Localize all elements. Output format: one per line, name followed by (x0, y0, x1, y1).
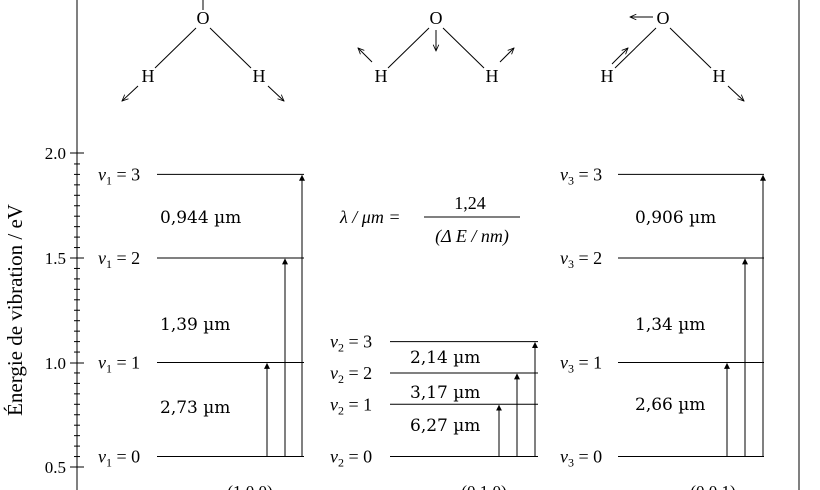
hydrogen-arrow-right (499, 48, 514, 63)
y-tick-label: 0.5 (45, 458, 66, 477)
wavelength-label: 6,27 µm (410, 416, 480, 436)
level-label: v1 = 1 (98, 353, 140, 376)
bond-left (387, 27, 430, 69)
hydrogen-arrow-right (267, 85, 284, 101)
oxygen-atom: O (430, 8, 443, 28)
formula-lhs: λ / μm = (339, 207, 400, 227)
y-axis-title: Énergie de vibration / eV (3, 204, 27, 416)
y-tick-label: 1.5 (45, 249, 66, 268)
hydrogen-atom-left: H (601, 66, 614, 86)
wavelength-label: 2,66 µm (635, 395, 705, 415)
level-label: v1 = 3 (98, 164, 140, 187)
wavelength-label: 2,14 µm (410, 348, 480, 368)
hydrogen-atom-right: H (486, 66, 499, 86)
level-label: v3 = 3 (560, 164, 602, 187)
mode-label-asymmetric-stretch: (0,0,1) (690, 482, 735, 490)
wavelength-formula: λ / μm = 1,24 (Δ E / nm) (339, 193, 520, 247)
mode-label-symmetric-stretch: (1,0,0) (227, 482, 272, 490)
level-label: v1 = 0 (98, 447, 140, 470)
level-label: v2 = 3 (330, 332, 372, 355)
formula-numerator: 1,24 (454, 193, 486, 213)
hydrogen-atom-right: H (713, 66, 726, 86)
y-axis: 2.0 1.5 1.0 0.5 Énergie de vibration / e… (3, 144, 84, 477)
wavelength-label: 2,73 µm (160, 398, 230, 418)
wavelength-label: 0,906 µm (635, 208, 716, 228)
bond-right (209, 27, 252, 69)
oxygen-atom: O (197, 8, 210, 28)
level-label: v2 = 2 (330, 363, 372, 386)
level-label: v3 = 1 (560, 353, 602, 376)
wavelength-label: 3,17 µm (410, 383, 480, 403)
molecule-asymmetric-stretch: O H H (601, 8, 745, 101)
oxygen-atom: O (657, 8, 670, 28)
level-label: v3 = 0 (560, 447, 602, 470)
level-label: v1 = 2 (98, 248, 140, 271)
bond-right (669, 27, 712, 69)
molecule-symmetric-stretch: O H H (122, 0, 284, 101)
formula-denominator: (Δ E / nm) (435, 226, 509, 247)
bond-right (442, 27, 485, 69)
wavelength-label: 1,39 µm (160, 315, 230, 335)
hydrogen-arrow-left (358, 48, 373, 63)
bond-left (614, 27, 657, 69)
level-label: v2 = 1 (330, 394, 372, 417)
mode-label-bending: (0,1,0) (461, 482, 506, 490)
hydrogen-arrow-right (727, 85, 744, 101)
hydrogen-atom-left: H (375, 66, 388, 86)
wavelength-label: 1,34 µm (635, 315, 705, 335)
hydrogen-arrow-left (122, 85, 139, 101)
level-label: v2 = 0 (330, 447, 372, 470)
hydrogen-arrow-left (611, 48, 628, 65)
molecule-bending: O H H (358, 8, 514, 86)
y-tick-label: 1.0 (45, 354, 66, 373)
level-label: v3 = 2 (560, 248, 602, 271)
hydrogen-atom-right: H (253, 66, 266, 86)
bond-left (154, 27, 197, 69)
hydrogen-atom-left: H (142, 66, 155, 86)
energy-levels: v1 = 3 v1 = 2 v1 = 1 v1 = 0 0,944 µm 1,39 µm 2… (98, 164, 766, 470)
y-tick-label: 2.0 (45, 144, 66, 163)
wavelength-label: 0,944 µm (160, 208, 241, 228)
